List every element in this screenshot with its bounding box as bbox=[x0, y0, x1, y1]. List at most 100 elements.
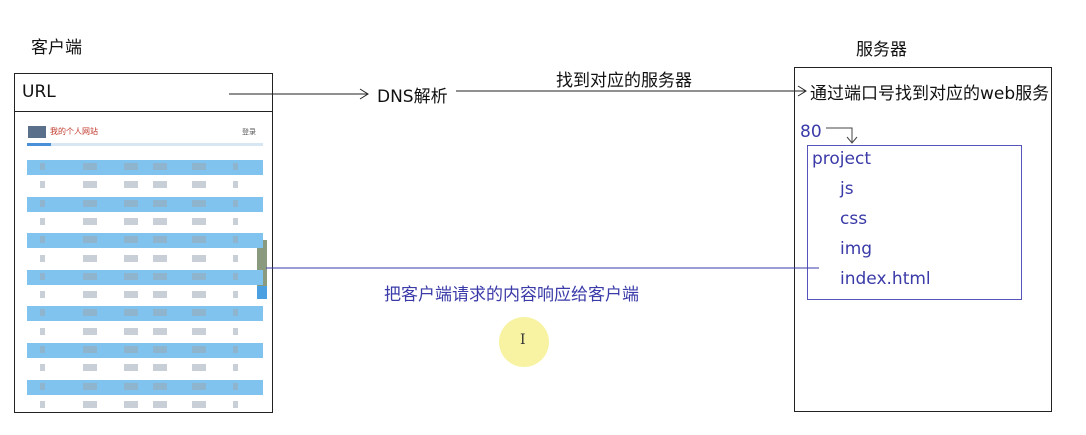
preview-table-cell bbox=[124, 236, 138, 244]
preview-table-cell bbox=[192, 400, 206, 408]
preview-table-cell bbox=[192, 163, 206, 170]
preview-table-cell bbox=[83, 291, 97, 299]
preview-table-cell bbox=[153, 272, 167, 280]
preview-table-cell bbox=[233, 291, 238, 299]
site-header-text: 我的个人网站 bbox=[50, 127, 98, 136]
site-login-text: 登录 bbox=[242, 128, 256, 136]
text-cursor-icon: I bbox=[520, 332, 526, 348]
preview-table-cell bbox=[83, 327, 97, 335]
preview-table-row bbox=[27, 196, 263, 212]
preview-table-cell bbox=[124, 309, 138, 317]
preview-table-cell bbox=[153, 327, 167, 335]
preview-table-cell bbox=[192, 272, 206, 280]
response-label: 把客户端请求的内容响应给客户端 bbox=[384, 285, 639, 305]
arrow-dns-to-server-head bbox=[797, 85, 807, 97]
preview-table-cell bbox=[233, 254, 238, 262]
project-css: css bbox=[840, 209, 868, 229]
preview-table-row bbox=[27, 343, 263, 358]
arrow-url-to-dns-head bbox=[359, 88, 369, 100]
url-label: URL bbox=[22, 82, 56, 102]
preview-table-cell bbox=[233, 382, 238, 390]
preview-table-cell bbox=[40, 163, 45, 170]
preview-table-cell bbox=[233, 400, 238, 408]
preview-table-cell bbox=[192, 309, 206, 317]
preview-table-cell bbox=[192, 327, 206, 335]
client-heading: 客户端 bbox=[31, 38, 82, 58]
preview-table-cell bbox=[83, 236, 97, 244]
preview-table-cell bbox=[233, 364, 238, 372]
preview-table-cell bbox=[124, 327, 138, 335]
preview-table-cell bbox=[124, 364, 138, 372]
preview-table-cell bbox=[124, 291, 138, 299]
cursor-highlight bbox=[499, 317, 549, 367]
preview-table-cell bbox=[40, 181, 45, 189]
preview-table-cell bbox=[233, 309, 238, 317]
port-label: 80 bbox=[800, 122, 822, 142]
preview-table-cell bbox=[153, 364, 167, 372]
preview-table-row bbox=[27, 361, 263, 376]
client-box bbox=[14, 73, 273, 413]
preview-table-cell bbox=[153, 181, 167, 189]
preview-table-cell bbox=[40, 382, 45, 390]
preview-table-cell bbox=[192, 254, 206, 262]
preview-table-cell bbox=[192, 181, 206, 189]
preview-table-cell bbox=[153, 254, 167, 262]
preview-table-cell bbox=[83, 382, 97, 390]
preview-table-row bbox=[27, 379, 263, 395]
url-divider bbox=[14, 111, 273, 112]
preview-table-cell bbox=[192, 364, 206, 372]
preview-table-cell bbox=[233, 236, 238, 244]
preview-table-cell bbox=[233, 181, 238, 189]
preview-table-cell bbox=[124, 199, 138, 207]
preview-table-cell bbox=[153, 382, 167, 390]
preview-table-cell bbox=[83, 217, 97, 225]
preview-table-cell bbox=[192, 291, 206, 299]
preview-table-cell bbox=[153, 291, 167, 299]
preview-table-cell bbox=[153, 217, 167, 225]
preview-table-cell bbox=[124, 400, 138, 408]
preview-table-row bbox=[27, 306, 263, 322]
preview-table-cell bbox=[153, 163, 167, 170]
preview-table-cell bbox=[153, 400, 167, 408]
preview-table-cell bbox=[83, 272, 97, 280]
preview-table-cell bbox=[153, 236, 167, 244]
preview-table-cell bbox=[40, 309, 45, 317]
project-js: js bbox=[840, 179, 854, 199]
server-box bbox=[794, 67, 1052, 412]
preview-table-cell bbox=[40, 400, 45, 408]
preview-table-cell bbox=[83, 163, 97, 170]
preview-table-row bbox=[27, 325, 263, 340]
preview-table-cell bbox=[40, 364, 45, 372]
preview-table-cell bbox=[192, 382, 206, 390]
preview-table-cell bbox=[40, 236, 45, 244]
preview-table-cell bbox=[233, 327, 238, 335]
preview-table-cell bbox=[40, 272, 45, 280]
preview-table-row bbox=[27, 160, 263, 175]
preview-table-cell bbox=[40, 254, 45, 262]
preview-table-cell bbox=[192, 236, 206, 244]
preview-table-cell bbox=[153, 309, 167, 317]
preview-table-cell bbox=[233, 163, 238, 170]
preview-table-cell bbox=[83, 364, 97, 372]
find-server-label: 找到对应的服务器 bbox=[556, 71, 692, 91]
preview-table-row bbox=[27, 269, 263, 285]
preview-table-cell bbox=[233, 346, 238, 353]
preview-table-cell bbox=[83, 346, 97, 353]
preview-table-cell bbox=[124, 346, 138, 353]
preview-table-cell bbox=[124, 217, 138, 225]
preview-table-row bbox=[27, 288, 263, 303]
arrow-port-to-project bbox=[826, 127, 853, 143]
preview-table-cell bbox=[153, 199, 167, 207]
preview-table-cell bbox=[124, 181, 138, 189]
side-ad-image bbox=[257, 240, 267, 288]
arrow-port-to-project-head bbox=[846, 136, 858, 144]
site-logo-icon bbox=[28, 126, 46, 138]
preview-table-cell bbox=[83, 199, 97, 207]
preview-table-cell bbox=[233, 199, 238, 207]
preview-table-cell bbox=[192, 346, 206, 353]
project-folder: project bbox=[812, 149, 872, 169]
project-img: img bbox=[840, 239, 873, 259]
preview-table-row bbox=[27, 233, 263, 249]
site-nav-active bbox=[27, 143, 51, 146]
server-heading: 服务器 bbox=[856, 40, 907, 60]
